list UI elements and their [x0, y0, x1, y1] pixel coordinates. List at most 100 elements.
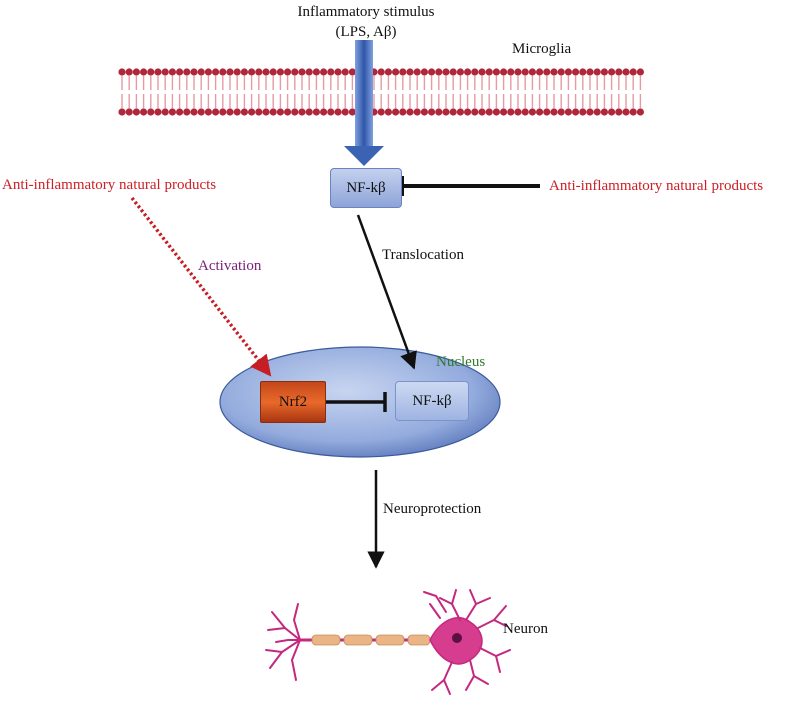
lipid-head	[456, 108, 464, 116]
lipid-head	[183, 108, 191, 116]
lipid-head	[557, 68, 565, 76]
myelin-segment	[407, 634, 431, 646]
nrf2-box: Nrf2	[260, 381, 326, 423]
lipid-head	[485, 108, 493, 116]
neuron-nucleus	[452, 633, 462, 643]
lipid-head	[348, 108, 356, 116]
lipid-head	[622, 68, 630, 76]
lipid-head	[176, 68, 184, 76]
lipid-head	[341, 108, 349, 116]
lipid-head	[334, 68, 342, 76]
lipid-head	[536, 68, 544, 76]
products-left-label: Anti-inflammatory natural products	[2, 177, 217, 193]
lipid-head	[420, 108, 428, 116]
lipid-head	[262, 108, 270, 116]
axon-terminal	[275, 639, 301, 643]
lipid-head	[276, 68, 284, 76]
lipid-head	[168, 108, 176, 116]
lipid-head	[132, 108, 140, 116]
lipid-head	[384, 108, 392, 116]
lipid-head	[284, 108, 292, 116]
lipid-head	[161, 68, 169, 76]
neuroprotection-label: Neuroprotection	[383, 501, 482, 517]
lipid-head	[147, 108, 155, 116]
lipid-head	[543, 68, 551, 76]
lipid-head	[600, 68, 609, 76]
lipid-head	[291, 68, 299, 76]
nfkb-nucleus-box: NF-kβ	[395, 381, 469, 421]
lipid-head	[262, 68, 270, 76]
lipid-head	[269, 68, 277, 76]
activation-label: Activation	[198, 258, 262, 274]
lipid-head	[629, 68, 637, 76]
lipid-head	[435, 68, 443, 76]
lipid-head	[305, 68, 313, 76]
lipid-head	[392, 68, 400, 76]
lipid-head	[168, 68, 176, 76]
lipid-head	[140, 68, 148, 76]
lipid-head	[147, 68, 155, 76]
dendrite	[475, 597, 491, 605]
lipid-head	[629, 108, 637, 116]
lipid-head	[154, 68, 162, 76]
lipid-head	[550, 68, 558, 76]
dendrite	[493, 619, 507, 627]
lipid-head	[586, 108, 594, 116]
lipid-head	[528, 108, 537, 116]
axon-terminal	[267, 627, 286, 631]
lipid-head	[118, 68, 126, 76]
axon-terminal	[290, 639, 301, 681]
lipid-head	[284, 68, 292, 76]
axon-terminal	[265, 649, 283, 653]
dendrite	[479, 647, 511, 658]
lipid-head	[593, 108, 601, 116]
translocation-arrow	[356, 214, 417, 370]
lipid-head	[305, 108, 313, 116]
lipid-head	[593, 68, 601, 76]
lipid-head	[615, 108, 623, 116]
lipid-head	[132, 68, 140, 76]
lipid-head	[428, 68, 436, 76]
lipid-head	[579, 68, 587, 76]
lipid-head	[233, 108, 241, 116]
lipid-head	[348, 68, 356, 76]
lipid-head	[341, 68, 349, 76]
lipid-head	[608, 68, 616, 76]
lipid-head	[190, 68, 198, 76]
lipid-head	[118, 108, 126, 116]
lipid-head	[420, 68, 428, 76]
lipid-head	[528, 68, 537, 76]
lipid-head	[219, 68, 227, 76]
lipid-head	[615, 68, 623, 76]
dendrite	[429, 603, 441, 619]
lipid-head	[183, 68, 191, 76]
products-right-label: Anti-inflammatory natural products	[549, 178, 764, 194]
lipid-head	[521, 68, 529, 76]
lipid-head	[399, 108, 407, 116]
lipid-head	[212, 68, 220, 76]
lipid-head	[500, 68, 508, 76]
lipid-head	[197, 108, 205, 116]
lipid-head	[327, 68, 335, 76]
nfkb-cytoplasm-label: NF-kβ	[346, 179, 386, 196]
lipid-head	[507, 108, 515, 116]
dendrite	[465, 659, 476, 691]
lipid-head	[240, 68, 248, 76]
nrf2-label: Nrf2	[278, 393, 308, 410]
lipid-head	[406, 68, 414, 76]
lipid-head	[125, 108, 133, 116]
lipid-head	[636, 108, 645, 116]
lipid-head	[564, 108, 573, 116]
lipid-head	[464, 108, 472, 116]
lipid-head	[514, 108, 522, 116]
lipid-head	[140, 108, 148, 116]
lipid-head	[471, 68, 479, 76]
lipid-head	[564, 68, 573, 76]
cell-membrane	[118, 68, 645, 116]
lipid-head	[176, 108, 184, 116]
dendrite	[451, 589, 457, 605]
myelin-segment	[375, 634, 405, 646]
lipid-head	[500, 108, 508, 116]
lipid-head	[312, 68, 320, 76]
lipid-head	[478, 68, 486, 76]
